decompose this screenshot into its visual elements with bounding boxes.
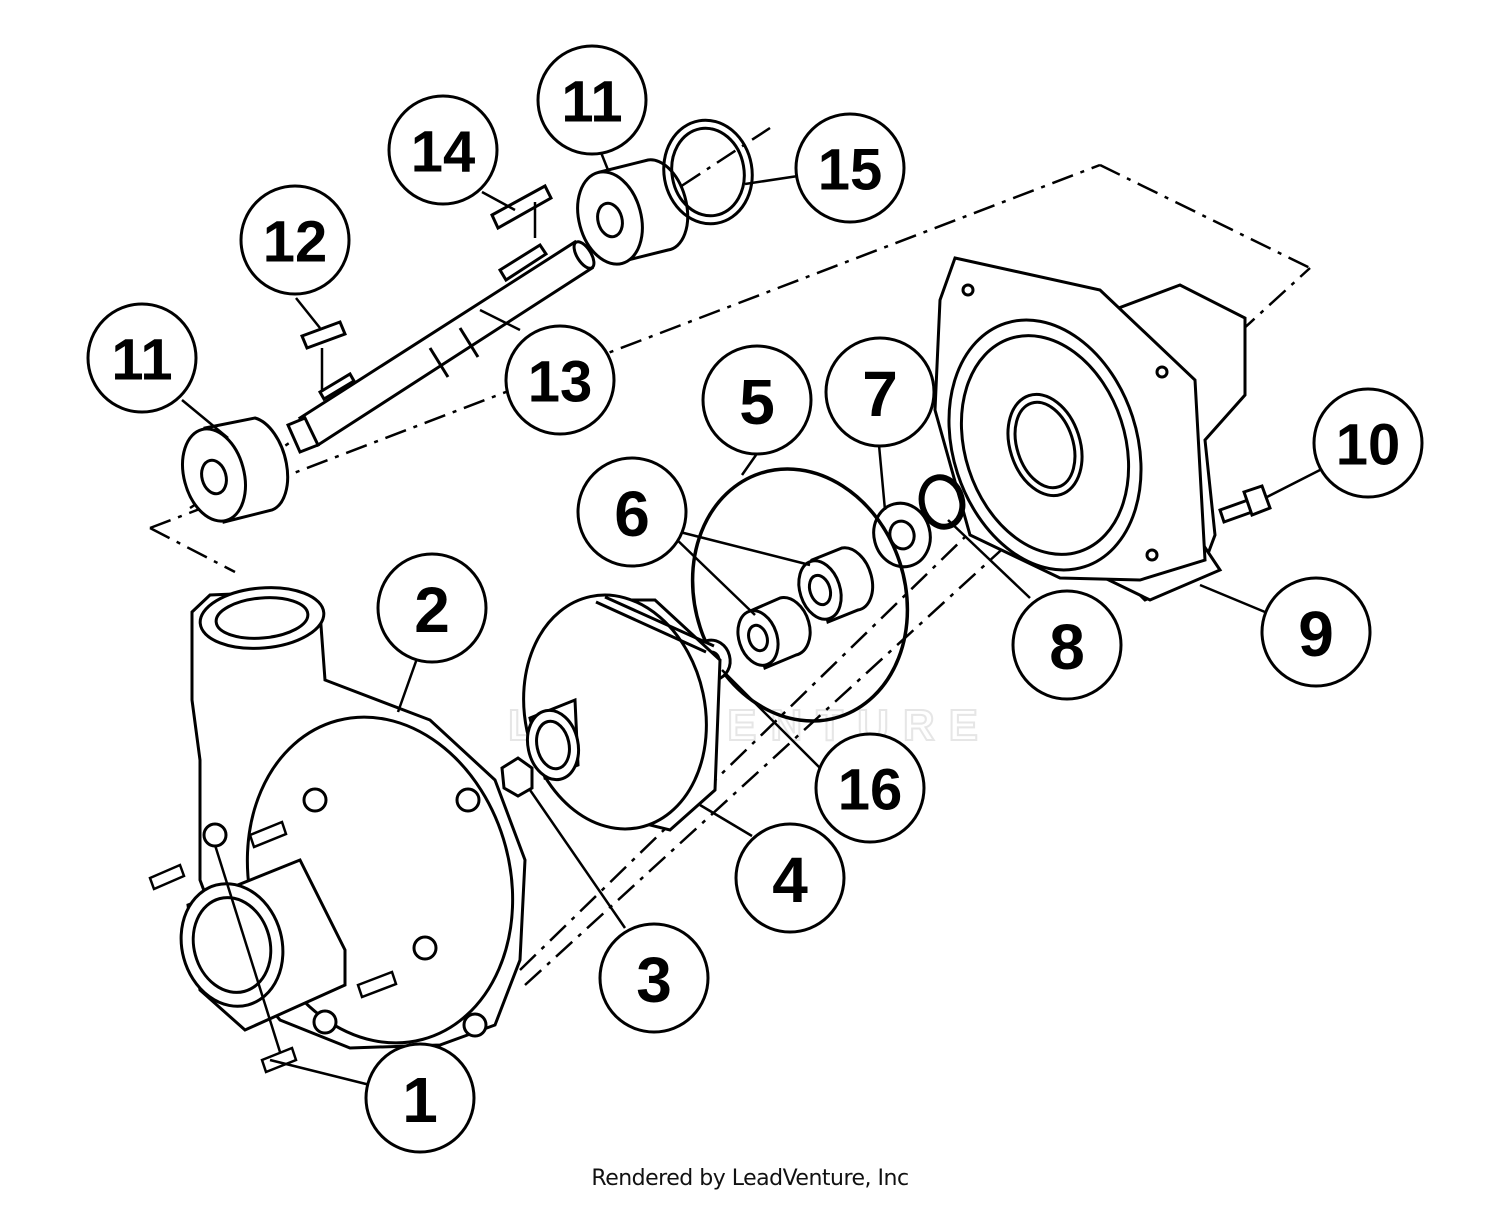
callout-label-6: 6 [614,478,650,550]
leader-lines [181,149,1321,1087]
callout-labels: 1 2 3 4 5 6 7 8 9 10 11 11 12 13 14 15 1… [111,70,1400,1137]
callout-circle-16 [814,732,926,844]
callout-circle-10 [1312,387,1424,499]
bearing-left-part [181,416,290,524]
callout-circle-14 [387,94,499,206]
callout-circle-13 [504,324,616,436]
pump-housing-part [179,586,527,1050]
render-credit: Rendered by LeadVenture, Inc [591,1166,909,1191]
callout-circle-11-upper [536,44,648,156]
callout-label-16: 16 [838,758,903,823]
callout-circle-11-left [86,302,198,414]
callout-label-8: 8 [1049,611,1085,683]
callout-label-11-upper: 11 [561,70,622,135]
o-ring-small-part [918,474,966,530]
callout-circle-8 [1011,589,1123,701]
callout-circles [86,44,1424,1154]
bracket-bolt-part [1218,484,1272,524]
callout-circle-7 [824,336,936,448]
mechanical-seal-part [736,546,875,671]
callout-label-3: 3 [636,944,672,1016]
callout-label-13: 13 [528,350,593,415]
callout-label-5: 5 [739,366,775,438]
callout-label-7: 7 [862,358,898,430]
callout-circle-1 [364,1042,476,1154]
o-ring-large-part [690,467,910,723]
callout-circle-12 [239,184,351,296]
callout-circle-3 [598,922,710,1034]
callout-label-15: 15 [818,138,883,203]
callout-circle-6 [576,456,688,568]
shaft-key-large-part [490,183,553,231]
motor-bracket-part [933,256,1247,602]
callout-label-10: 10 [1336,413,1401,478]
callout-label-12: 12 [263,210,328,275]
shaft-key-small-part [300,320,347,350]
callout-circle-5 [701,344,813,456]
callout-circle-15 [794,112,906,224]
callout-label-14: 14 [411,120,476,185]
callout-circle-2 [376,552,488,664]
snap-ring-part [662,118,754,226]
callout-circle-9 [1260,576,1372,688]
callout-label-1: 1 [402,1064,438,1136]
callout-label-4: 4 [772,844,808,916]
callout-label-2: 2 [414,574,450,646]
pump-shaft-part [286,239,596,454]
callout-label-11-left: 11 [111,328,172,393]
housing-studs-part [148,820,398,1074]
impeller-part [522,593,722,832]
washer-part [872,501,932,569]
callout-label-9: 9 [1298,598,1334,670]
impeller-nut-part [500,756,534,798]
callout-circle-4 [734,822,846,934]
